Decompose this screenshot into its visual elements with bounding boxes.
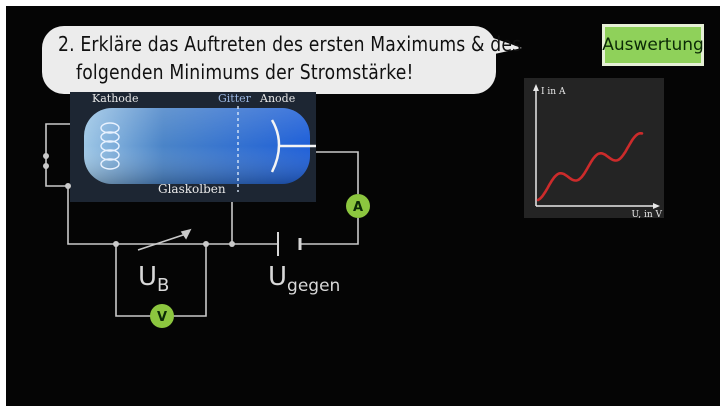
circuit-diagram: A V bbox=[43, 123, 370, 328]
question-line-1: 2. Erkläre das Auftreten des ersten Maxi… bbox=[58, 32, 522, 56]
ub-subscript: B bbox=[157, 275, 170, 296]
anode-plate bbox=[270, 119, 281, 173]
question-line-2: folgenden Minimums der Stromstärke! bbox=[76, 60, 414, 84]
auswertung-button-label: Auswertung bbox=[602, 27, 704, 63]
kathode-label: Kathode bbox=[92, 92, 139, 105]
y-axis-label: I in A bbox=[541, 87, 566, 97]
franck-hertz-graph: I in A U, in V bbox=[524, 78, 664, 218]
y-axis-arrow bbox=[533, 84, 539, 91]
tube-photo: Kathode Gitter Anode Glaskolben bbox=[70, 92, 316, 202]
glaskolben-label: Glaskolben bbox=[158, 182, 226, 196]
x-axis-arrow bbox=[653, 203, 660, 209]
x-axis-label: U, in V bbox=[631, 210, 662, 218]
voltmeter: V bbox=[150, 304, 174, 328]
ammeter: A bbox=[346, 194, 370, 218]
cathode-coil bbox=[100, 122, 120, 170]
anode-label: Anode bbox=[260, 92, 296, 105]
ammeter-label: A bbox=[353, 200, 363, 215]
ub-label: UB bbox=[138, 262, 169, 296]
video-frame: 2. Erkläre das Auftreten des ersten Maxi… bbox=[6, 6, 720, 406]
ugegen-subscript: gegen bbox=[287, 276, 341, 296]
voltmeter-label: V bbox=[157, 310, 167, 325]
gitter-label: Gitter bbox=[218, 92, 251, 105]
auswertung-button[interactable]: Auswertung bbox=[602, 24, 704, 66]
ugegen-label: Ugegen bbox=[268, 262, 340, 296]
ub-main: U bbox=[138, 262, 158, 292]
current-curve bbox=[536, 132, 644, 202]
question-bubble: 2. Erkläre das Auftreten des ersten Maxi… bbox=[42, 26, 521, 94]
ugegen-main: U bbox=[268, 262, 288, 292]
